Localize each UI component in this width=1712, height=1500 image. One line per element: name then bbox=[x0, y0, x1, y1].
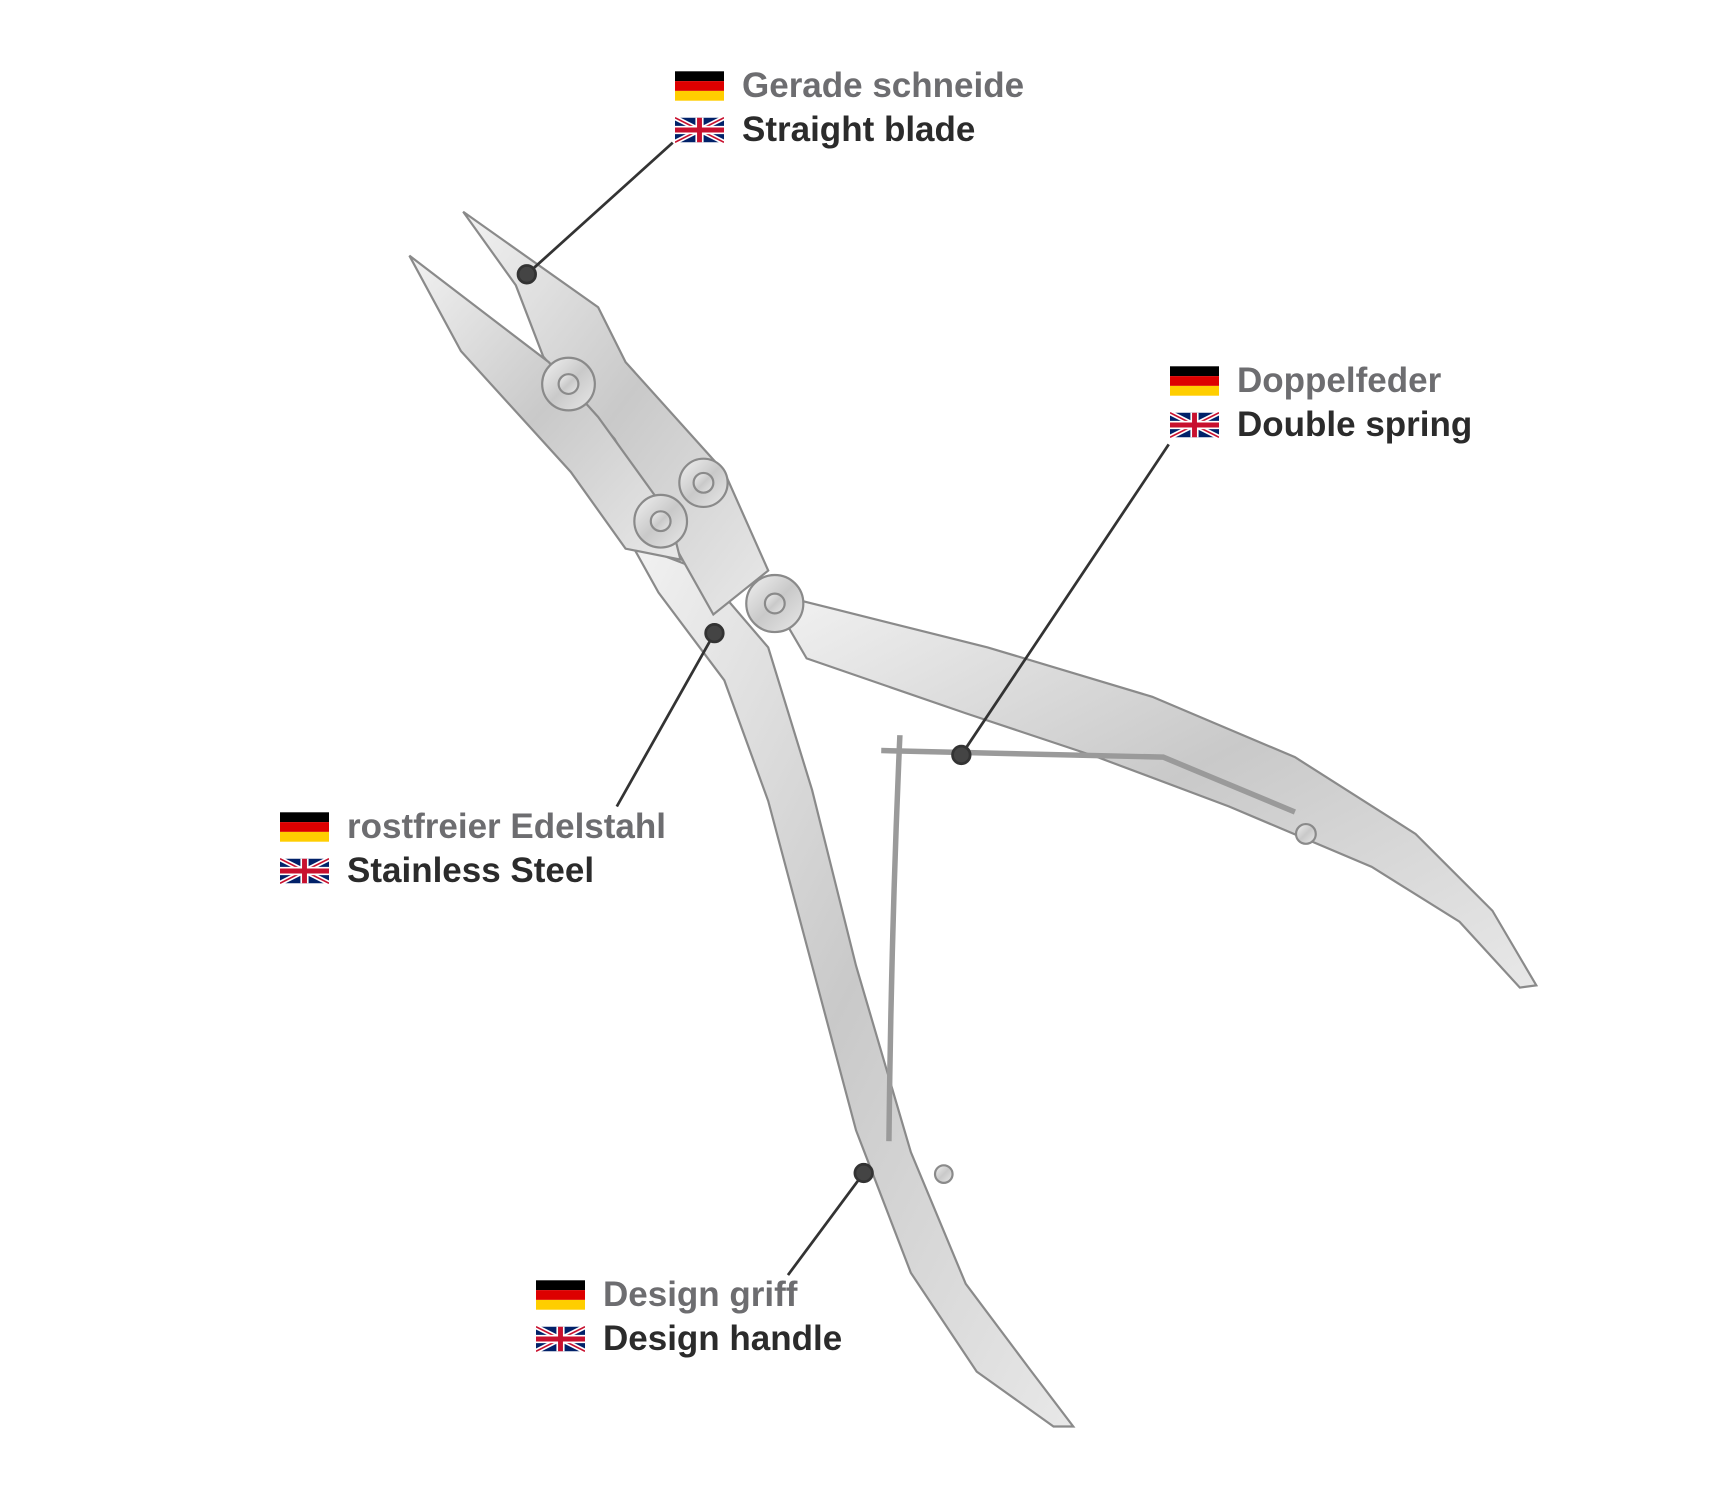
left-handle bbox=[628, 541, 1076, 1428]
english-label: Stainless Steel bbox=[347, 851, 595, 890]
callout-straight-blade: Gerade schneide Straight blade bbox=[675, 64, 1024, 152]
right-handle bbox=[765, 590, 1539, 989]
english-label: Design handle bbox=[603, 1319, 843, 1358]
german-flag-icon bbox=[675, 71, 724, 101]
uk-flag-icon bbox=[1170, 410, 1219, 440]
callout-stainless-steel: rostfreier Edelstahl Stainless Steel bbox=[280, 805, 666, 893]
uk-flag-icon bbox=[675, 115, 724, 145]
german-label: rostfreier Edelstahl bbox=[347, 807, 666, 846]
german-flag-icon bbox=[280, 812, 329, 842]
german-label: Design griff bbox=[603, 1275, 798, 1314]
double-spring bbox=[881, 735, 1296, 1142]
german-label: Gerade schneide bbox=[742, 66, 1025, 105]
english-label: Straight blade bbox=[742, 110, 976, 149]
english-label: Double spring bbox=[1237, 405, 1473, 444]
german-flag-icon bbox=[536, 1280, 585, 1310]
leader-lines bbox=[516, 141, 1170, 1276]
uk-flag-icon bbox=[280, 856, 329, 886]
german-flag-icon bbox=[1170, 366, 1219, 396]
upper-blade bbox=[462, 210, 770, 617]
pliers bbox=[408, 210, 1539, 1428]
callout-design-handle: Design griff Design handle bbox=[536, 1273, 842, 1361]
uk-flag-icon bbox=[536, 1324, 585, 1354]
callout-double-spring: Doppelfeder Double spring bbox=[1170, 359, 1472, 447]
german-label: Doppelfeder bbox=[1237, 361, 1442, 400]
